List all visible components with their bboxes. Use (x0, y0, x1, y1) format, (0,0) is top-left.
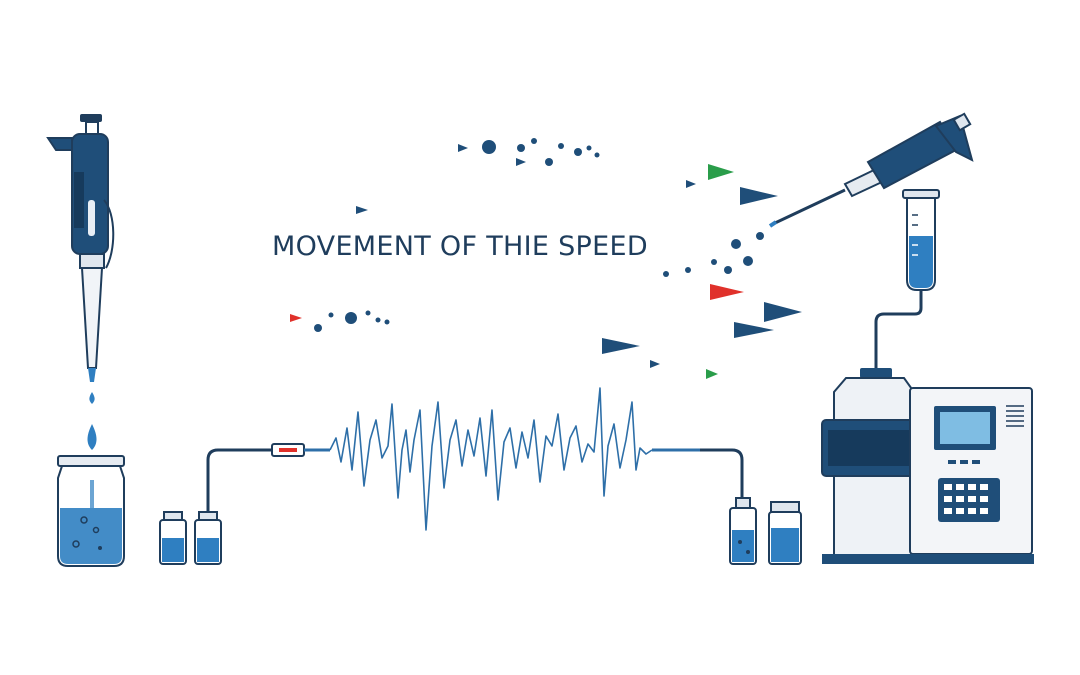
signal-waveform-icon (329, 387, 653, 531)
headline-text: MOVEMENT OF THIE SPEED (272, 231, 648, 262)
angled-pipette-icon (768, 112, 974, 228)
handheld-pipette-icon (46, 114, 115, 404)
sample-vial-icon (768, 501, 802, 565)
droplet-icon (87, 424, 97, 450)
droplet-icon (89, 392, 95, 404)
test-tube-icon (902, 189, 940, 291)
sample-vial-icon (729, 497, 757, 565)
chromatography-instrument-icon (821, 368, 1034, 564)
particle-dots (314, 138, 764, 332)
sample-vial-icon (159, 511, 187, 565)
jar-icon (57, 424, 125, 567)
sample-vial-icon (194, 511, 222, 565)
speed-arrow-icon (180, 144, 802, 379)
